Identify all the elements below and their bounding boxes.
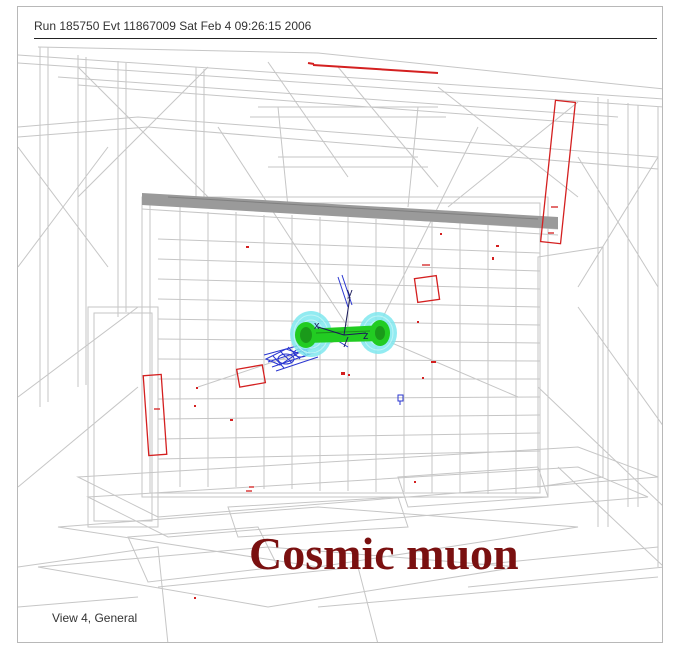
event-display-canvas: y x z xyxy=(18,46,662,642)
axis-gizmo xyxy=(317,296,367,348)
axis-label-x: x xyxy=(314,320,320,332)
muon-chamber-hits xyxy=(142,62,577,492)
scattered-hits xyxy=(194,233,499,599)
event-display-frame: y x z Run 185750 Evt 11867009 Sat Feb 4 … xyxy=(17,6,663,643)
axis-label-z: z xyxy=(363,330,369,342)
axis-label-y: y xyxy=(347,287,353,299)
view-label: View 4, General xyxy=(52,611,138,625)
event-info-header: Run 185750 Evt 11867009 Sat Feb 4 09:26:… xyxy=(34,19,312,33)
caption-title: Cosmic muon xyxy=(249,528,519,579)
top-slab xyxy=(142,193,558,229)
header-divider xyxy=(34,38,657,39)
